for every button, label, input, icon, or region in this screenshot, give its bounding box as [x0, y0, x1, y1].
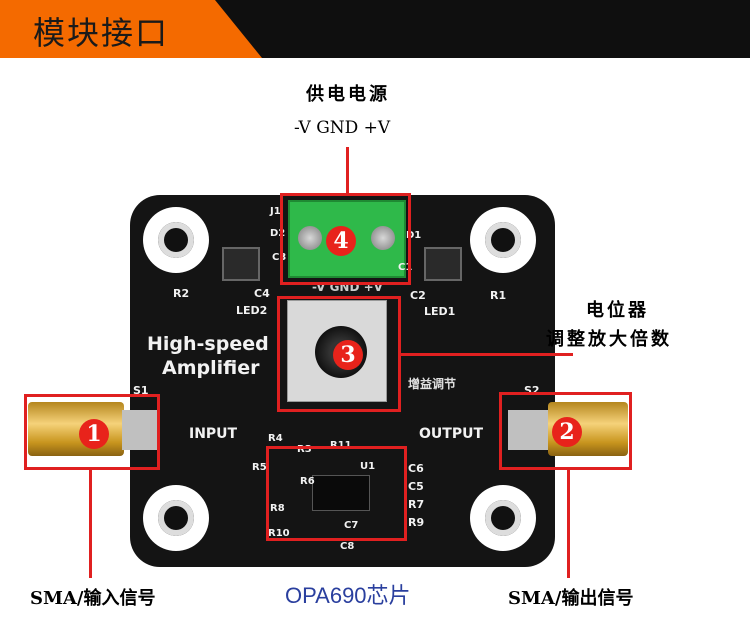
- badge-2: 2: [552, 417, 582, 447]
- terminal-screw: [371, 226, 395, 250]
- opa690-chip: [312, 475, 370, 511]
- ref-led1: LED1: [424, 305, 456, 318]
- input-label: SMA/输入信号: [30, 588, 156, 609]
- header-tab: [0, 0, 262, 58]
- ref-d1: D1: [406, 230, 422, 241]
- power-callout-line: [346, 147, 349, 193]
- gain-adjust-text: 增益调节: [408, 377, 457, 391]
- pot-label-line2: 调整放大倍数: [546, 329, 672, 350]
- mount-hole-top-left: [143, 207, 209, 273]
- mount-hole-bottom-left: [143, 485, 209, 551]
- ref-c3: C3: [272, 252, 287, 263]
- callout-box-output: [499, 392, 632, 470]
- board-title-line1: High-speed: [147, 333, 269, 355]
- ref-c8: C8: [340, 541, 355, 552]
- ref-r2: R2: [173, 287, 190, 300]
- input-silk-label: INPUT: [189, 426, 238, 442]
- header-bar: 模块接口: [0, 0, 750, 58]
- ref-d2: D2: [270, 228, 286, 239]
- ref-j1: J1: [270, 206, 281, 217]
- ref-c2: C2: [410, 289, 426, 302]
- callout-box-chip: [266, 446, 407, 541]
- ref-u1: U1: [360, 461, 376, 472]
- ref-led2: LED2: [236, 304, 268, 317]
- mount-hole-bottom-right: [470, 485, 536, 551]
- badge-4: 4: [326, 226, 356, 256]
- ref-c5: C5: [408, 480, 424, 493]
- ref-r7: R7: [408, 498, 425, 511]
- ref-r6: R6: [300, 476, 315, 487]
- pot-callout-line: [401, 353, 573, 356]
- output-silk-label: OUTPUT: [419, 426, 483, 442]
- ref-s1: S1: [133, 384, 149, 397]
- ref-r3: R3: [297, 444, 312, 455]
- page-title: 模块接口: [33, 14, 170, 52]
- mount-hole-top-right: [470, 207, 536, 273]
- ref-c7: C7: [344, 520, 359, 531]
- output-callout-line: [567, 470, 570, 578]
- ref-r1: R1: [490, 289, 507, 302]
- sma-input-pins: [122, 410, 158, 450]
- ref-c1: C1: [398, 262, 413, 273]
- pot-label-line1: 电位器: [586, 300, 649, 321]
- board-title-line2: Amplifier: [162, 357, 260, 379]
- output-label: SMA/输出信号: [508, 588, 634, 609]
- ref-r8: R8: [270, 503, 285, 514]
- callout-box-power: [280, 193, 411, 285]
- ref-r4: R4: [268, 433, 283, 444]
- input-callout-line: [89, 470, 92, 578]
- power-pins-label: -V GND +V: [294, 118, 391, 138]
- badge-3: 3: [333, 340, 363, 370]
- power-supply-label: 供电电源: [306, 84, 390, 105]
- electrolytic-cap-left: [222, 247, 260, 281]
- badge-1: 1: [79, 419, 109, 449]
- callout-box-potentiometer: [277, 296, 401, 412]
- electrolytic-cap-right: [424, 247, 462, 281]
- terminal-screw: [298, 226, 322, 250]
- chip-label: OPA690芯片: [285, 583, 411, 608]
- ref-c6: C6: [408, 462, 424, 475]
- sma-output-pins: [508, 410, 548, 450]
- ref-r10: R10: [268, 528, 290, 539]
- ref-r11: R11: [330, 440, 352, 451]
- ref-r5: R5: [252, 462, 267, 473]
- ref-c4: C4: [254, 287, 270, 300]
- callout-box-input: [24, 394, 160, 470]
- ref-r9: R9: [408, 516, 425, 529]
